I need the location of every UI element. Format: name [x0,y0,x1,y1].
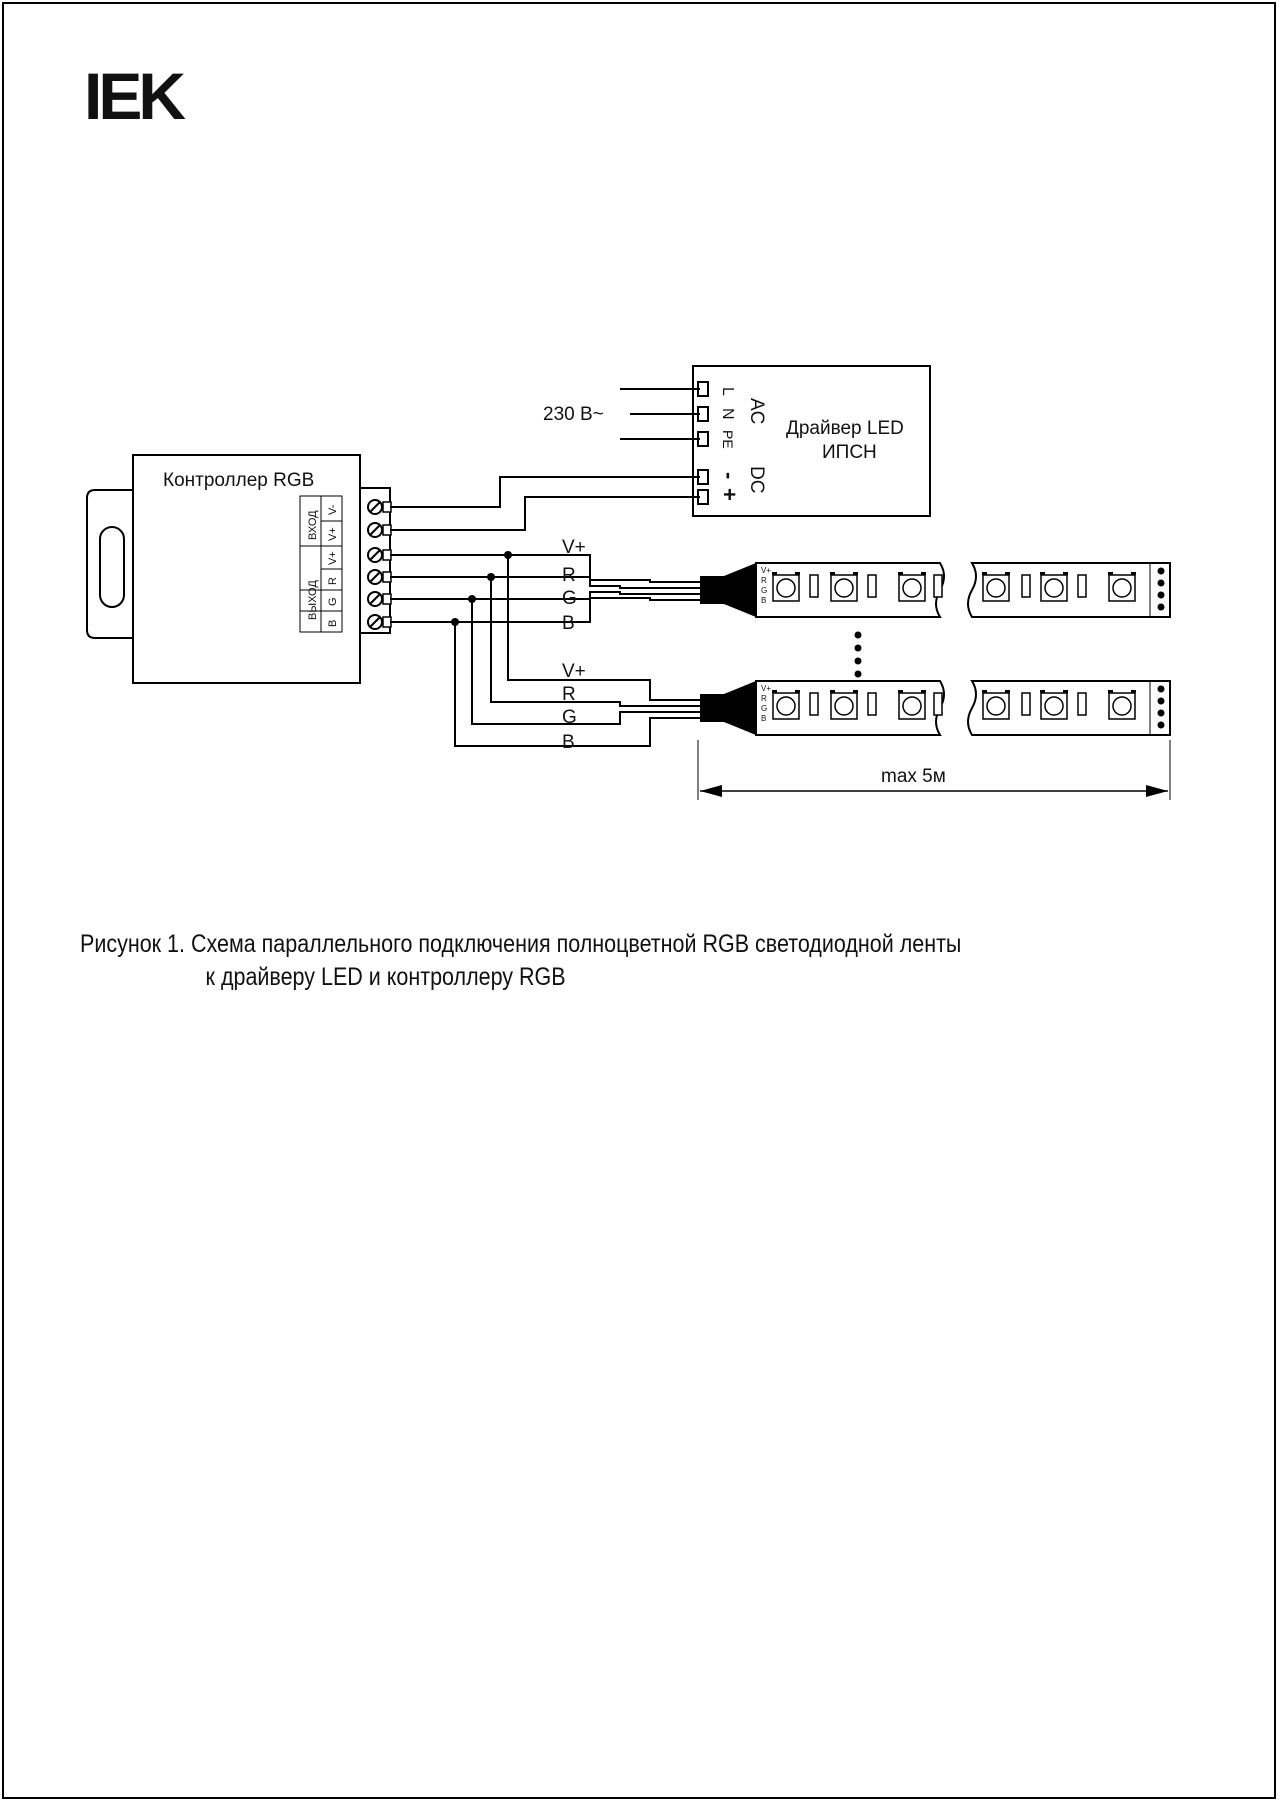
strip1-wire-b-label: B [562,613,575,634]
controller-rgb: Контроллер RGB ВХОД V- V+ ВЫХОД V+ R G B [86,454,392,684]
led-lens-icon [902,696,922,716]
led-lens-icon [834,578,854,598]
controller-mount-slot [99,526,125,608]
led-strip-1: V+RGB [700,562,1171,618]
length-dimension: max 5м [697,740,1171,800]
led-lens-icon [834,696,854,716]
caption-line1: Рисунок 1. Схема параллельного подключен… [80,930,962,958]
driver-ac-label: AC [746,398,767,424]
led-lens-icon [776,696,796,716]
controller-title: Контроллер RGB [163,470,314,491]
driver-title-line1: Драйвер LED [786,418,904,439]
strip-connector [700,576,724,604]
strip2-wire-g-label: G [562,707,577,728]
strip-end-pad [1157,685,1165,693]
strip-pad-label: R [761,694,767,703]
dimension-label: max 5м [881,766,946,787]
strip-pad-label: V+ [761,566,771,575]
driver-terminal-l: L [719,387,736,396]
terminal-clamp [382,501,392,513]
figure-caption: Рисунок 1. Схема параллельного подключен… [80,930,961,992]
strip-pad-label: G [761,704,767,713]
led-strip-2: V+RGB [700,680,1171,736]
terminal-clamp [382,549,392,561]
iek-logo: IEK [84,59,190,133]
strip2-wires: V+ R G B [451,551,700,753]
resistor-icon [809,574,819,598]
strip-pad-label: V+ [761,684,771,693]
strip-pad-label: R [761,576,767,585]
led-lens-icon [1044,696,1064,716]
resistor-icon [1021,692,1031,716]
controller-screw-terminals [367,499,392,630]
strip-end-pad [1157,603,1165,611]
resistor-icon [867,574,877,598]
strip1-wire-g-label: G [562,588,577,609]
input-terminal-v-plus: V+ [327,527,339,541]
strip2-wire-vplus-label: V+ [562,661,586,682]
caption-line2: к драйверу LED и контроллеру RGB [205,963,566,991]
driver-terminal-minus: - [717,472,742,479]
mains-label: 230 В~ [543,404,604,425]
strip2-wire-b-label: B [562,732,575,753]
led-lens-icon [1044,578,1064,598]
strip2-wire-r-label: R [562,684,576,705]
strip-connector-taper [724,681,756,735]
output-terminal-g: G [327,597,339,606]
driver-terminal-pe: PE [720,430,736,449]
resistor-icon [1021,574,1031,598]
driver-title-line2: ИПСН [822,442,877,463]
strip1-wire-vplus-label: V+ [562,537,586,558]
logo-text: IEK [84,59,186,133]
input-group-label: ВХОД [307,510,319,540]
led-lens-icon [902,578,922,598]
terminal-clamp [382,524,392,536]
terminal-clamp [382,571,392,583]
strip-connector-taper [724,563,756,617]
output-group-label: ВЫХОД [307,580,319,620]
resistor-icon [933,574,943,598]
driver-led: Драйвер LED ИПСН AC DC L N PE - + [692,365,931,517]
strip1-wire-r-label: R [562,565,576,586]
strip-end-pad [1157,709,1165,717]
strip-end-pad [1157,697,1165,705]
strip-pad-label: B [761,714,766,723]
output-terminal-r: R [327,577,339,585]
output-terminal-v-plus: V+ [327,551,339,565]
strip-end-pad [1157,567,1165,575]
terminal-clamp [382,616,392,628]
strip1-wires: V+ R G B [390,537,700,634]
strip-end-pad [1157,591,1165,599]
strip-end-pad [1157,721,1165,729]
driver-terminal-n: N [719,408,736,420]
resistor-icon [809,692,819,716]
led-lens-icon [1112,578,1132,598]
strip-pad-label: B [761,596,766,605]
driver-body [692,365,931,517]
led-lens-icon [986,578,1006,598]
output-terminal-b: B [327,620,339,627]
terminal-clamp [382,593,392,605]
resistor-icon [1077,692,1087,716]
driver-terminal-plus: + [717,488,742,501]
led-lens-icon [1112,696,1132,716]
more-strips-ellipsis [854,631,862,678]
power-wire-plus [390,496,700,531]
input-terminal-v-minus: V- [327,504,339,515]
resistor-icon [1077,574,1087,598]
power-wire-minus [390,476,700,508]
resistor-icon [867,692,877,716]
led-lens-icon [986,696,1006,716]
led-lens-icon [776,578,796,598]
strip-connector [700,694,724,722]
resistor-icon [933,692,943,716]
driver-dc-label: DC [746,466,767,493]
strip-end-pad [1157,579,1165,587]
strip-pad-label: G [761,586,767,595]
